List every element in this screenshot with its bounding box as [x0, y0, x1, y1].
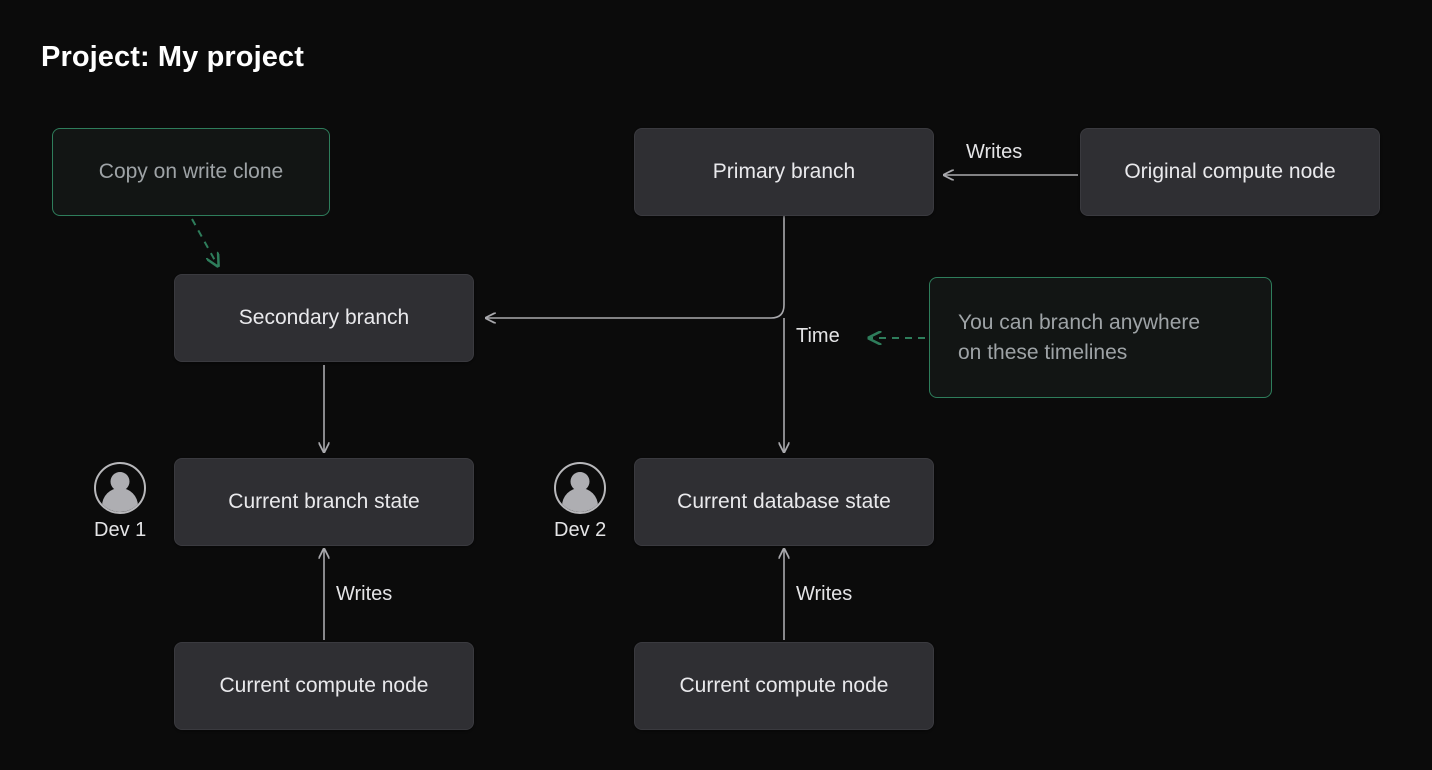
- node-current-database-state[interactable]: Current database state: [634, 458, 934, 546]
- node-current-compute-node-left-label: Current compute node: [219, 674, 429, 697]
- node-secondary-branch[interactable]: Secondary branch: [174, 274, 474, 362]
- avatar-label-dev2: Dev 2: [554, 519, 607, 541]
- avatar-head-icon: [570, 472, 590, 491]
- page-title: Project: My project: [41, 41, 304, 73]
- edge-label-writes-right-bottom: Writes: [796, 583, 853, 605]
- node-current-branch-state[interactable]: Current branch state: [174, 458, 474, 546]
- edge-clone-to-secondary: [191, 218, 218, 266]
- node-primary-branch[interactable]: Primary branch: [634, 128, 934, 216]
- avatar-head-icon: [110, 472, 130, 491]
- node-primary-branch-label: Primary branch: [712, 160, 856, 183]
- person-avatar-icon: [554, 462, 607, 514]
- node-current-compute-node-right[interactable]: Current compute node: [634, 642, 934, 730]
- note-copy-on-write-clone-label: Copy on write clone: [98, 160, 284, 184]
- note-branch-anywhere[interactable]: You can branch anywhere on these timelin…: [929, 277, 1272, 398]
- node-current-branch-state-label: Current branch state: [228, 490, 420, 513]
- avatar-group-dev1: Dev 1: [94, 462, 146, 542]
- node-original-compute-node-label: Original compute node: [1124, 160, 1336, 183]
- edge-label-time: Time: [796, 325, 840, 347]
- person-avatar-icon: [94, 462, 147, 514]
- edge-label-writes-left-bottom: Writes: [336, 583, 393, 605]
- node-secondary-branch-label: Secondary branch: [238, 306, 410, 329]
- avatar-group-dev2: Dev 2: [554, 462, 606, 542]
- node-current-compute-node-right-label: Current compute node: [679, 674, 889, 697]
- avatar-body-icon: [562, 488, 599, 512]
- node-current-database-state-label: Current database state: [677, 490, 891, 513]
- note-copy-on-write-clone[interactable]: Copy on write clone: [52, 128, 330, 216]
- edge-label-writes-top: Writes: [966, 141, 1023, 163]
- note-branch-anywhere-line1: You can branch anywhere: [958, 310, 1201, 334]
- edge-primary-to-secondary-elbow: [486, 215, 785, 318]
- node-current-compute-node-left[interactable]: Current compute node: [174, 642, 474, 730]
- avatar-body-icon: [102, 488, 139, 512]
- avatar-label-dev1: Dev 1: [94, 519, 147, 541]
- node-original-compute-node[interactable]: Original compute node: [1080, 128, 1380, 216]
- note-branch-anywhere-line2: on these timelines: [958, 340, 1128, 364]
